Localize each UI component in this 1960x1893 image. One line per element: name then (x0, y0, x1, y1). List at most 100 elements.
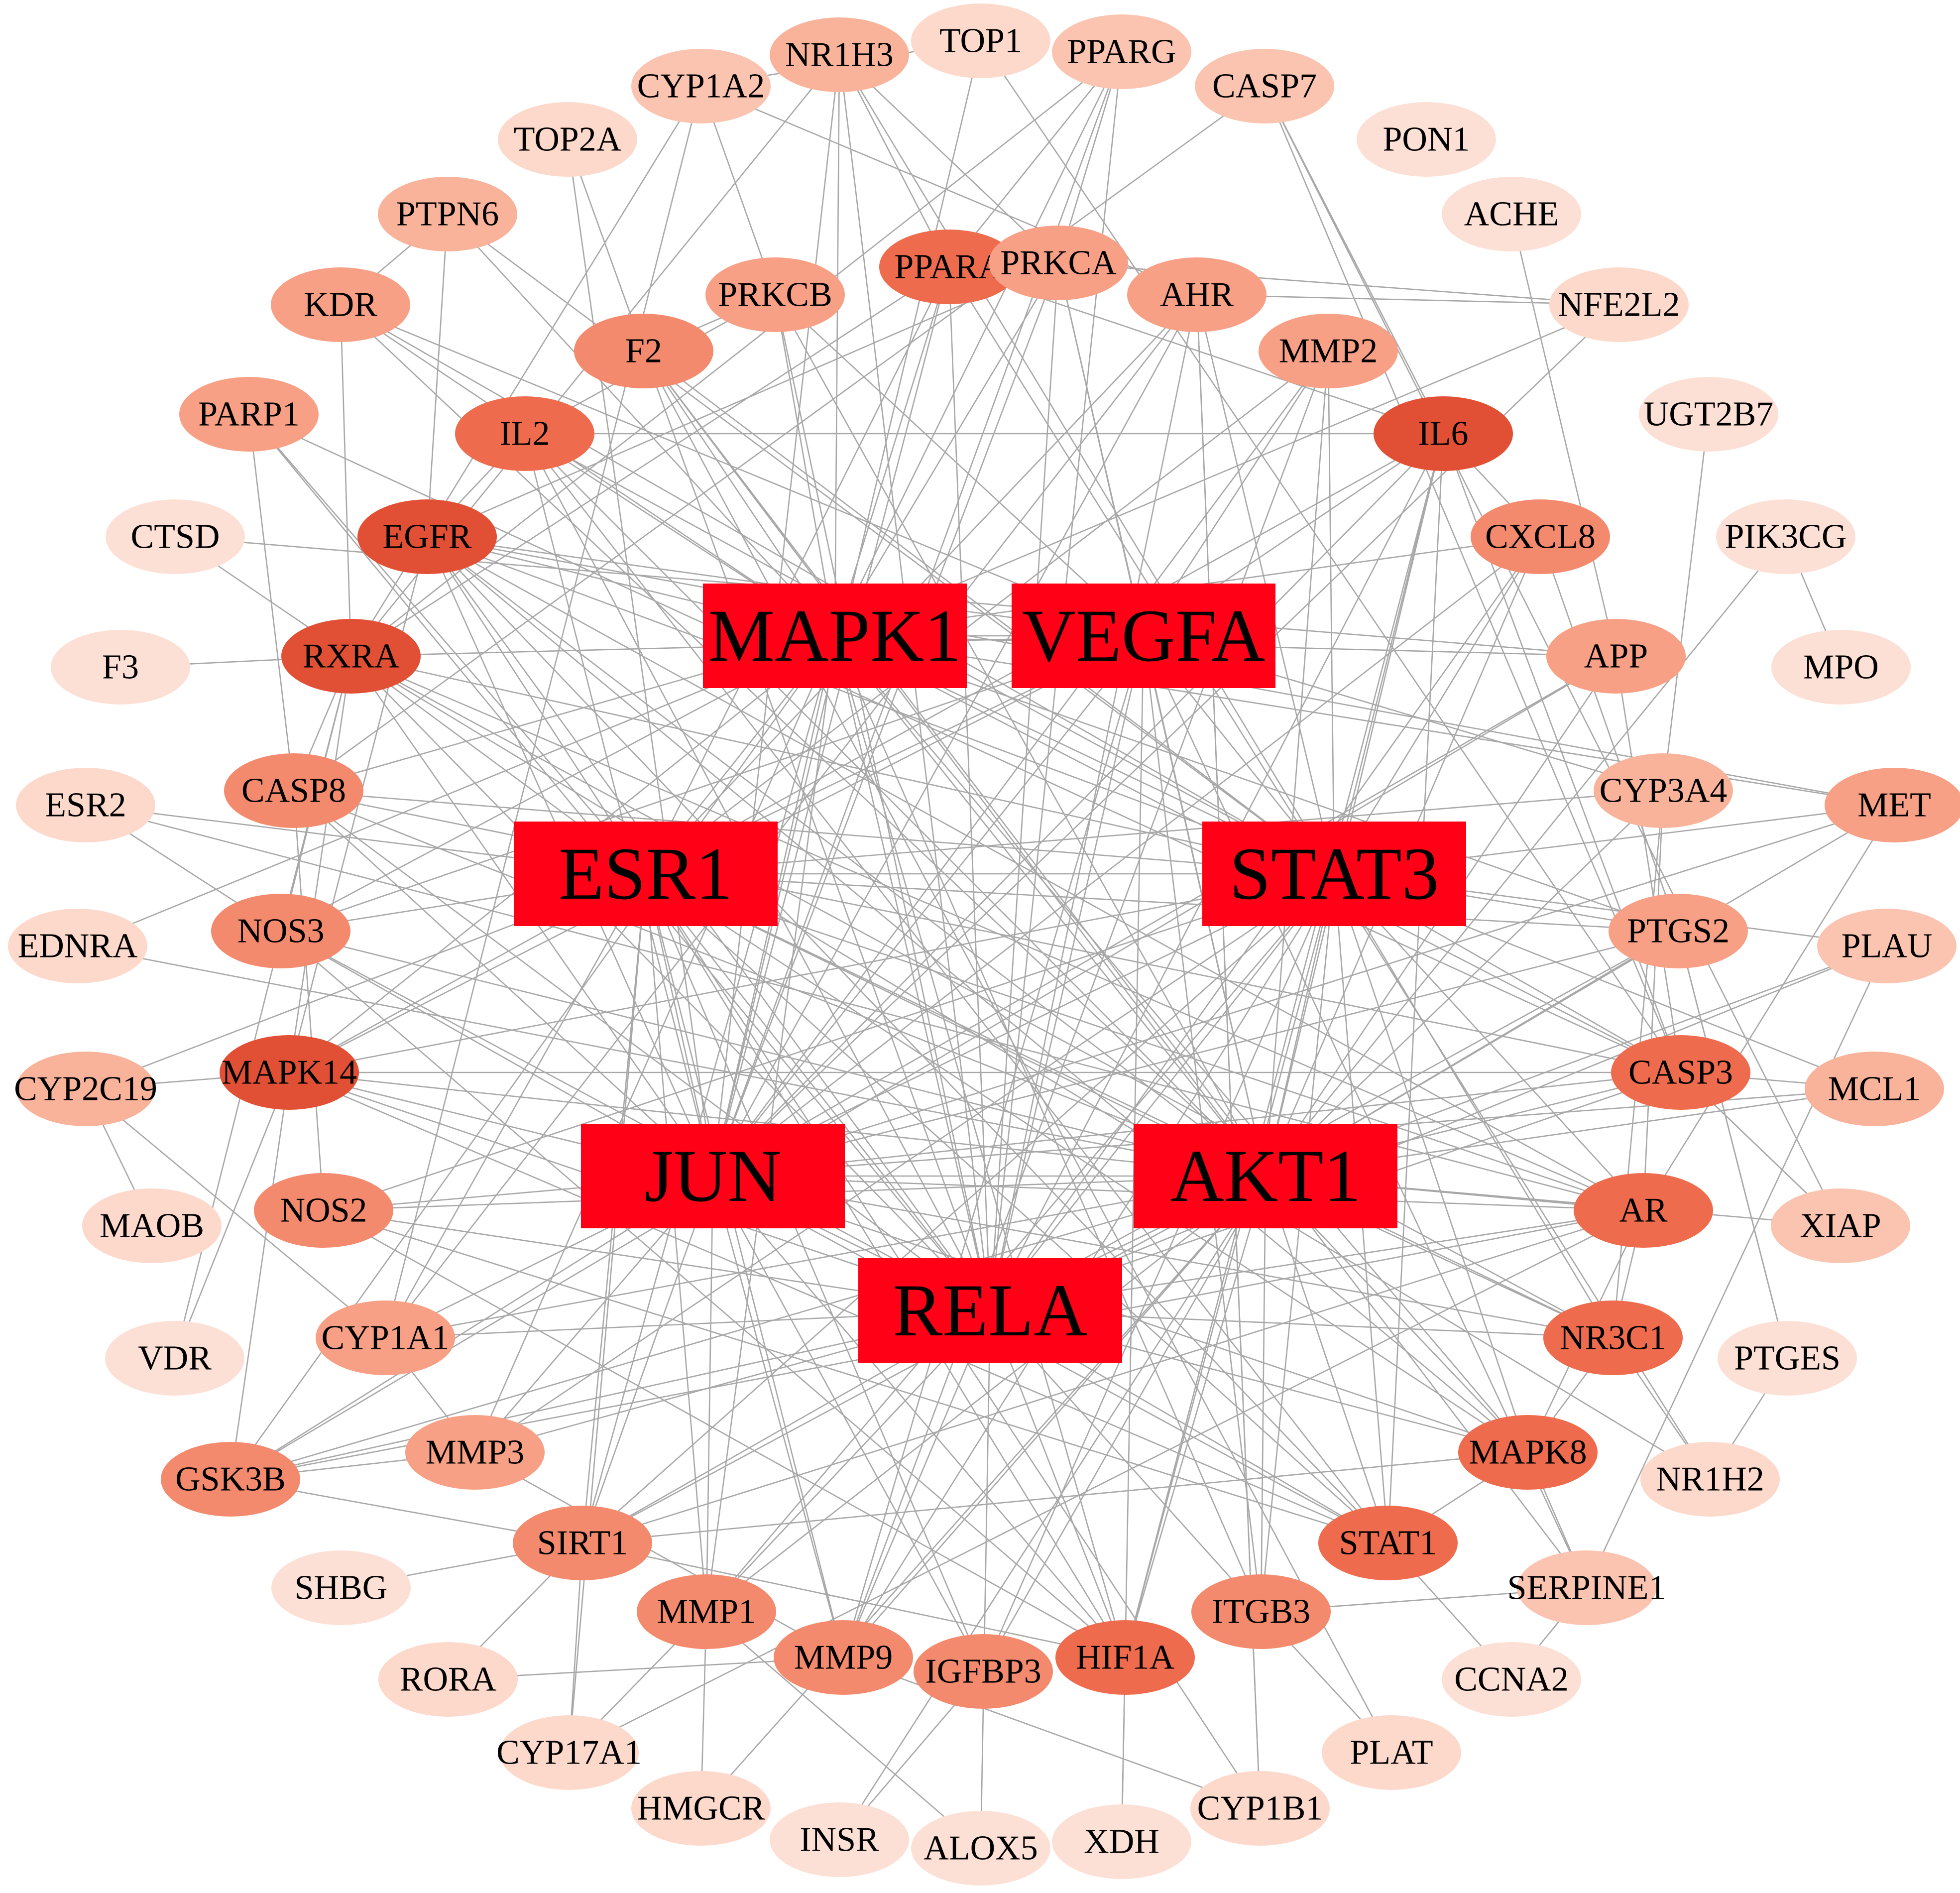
node-pon1[interactable]: PON1 (1357, 102, 1496, 177)
node-serpine1[interactable]: SERPINE1 (1507, 1550, 1666, 1625)
node-f2[interactable]: F2 (574, 314, 713, 388)
node-cxcl8[interactable]: CXCL8 (1471, 499, 1610, 574)
node-plat[interactable]: PLAT (1322, 1715, 1461, 1790)
node-ahr[interactable]: AHR (1127, 257, 1267, 332)
node-app[interactable]: APP (1546, 619, 1686, 694)
node-label: CYP2C19 (14, 1070, 157, 1108)
node-esr2[interactable]: ESR2 (16, 768, 155, 842)
node-igfbp3[interactable]: IGFBP3 (914, 1634, 1053, 1709)
node-ctsd[interactable]: CTSD (106, 499, 245, 574)
node-f3[interactable]: F3 (51, 630, 190, 705)
edge-igfbp3-akt1 (982, 1176, 1267, 1672)
node-label: PON1 (1383, 120, 1470, 159)
edge-mapk14-gsk3b (230, 1072, 290, 1480)
node-casp7[interactable]: CASP7 (1195, 49, 1334, 123)
edge-nos3-hif1a (280, 931, 1126, 1658)
node-ptgs2[interactable]: PTGS2 (1609, 894, 1748, 968)
edge-egfr-akt1 (427, 536, 1266, 1177)
edge-itgb3-akt1 (1260, 1176, 1267, 1612)
node-pik3cg[interactable]: PIK3CG (1716, 499, 1855, 574)
node-ptpn6[interactable]: PTPN6 (378, 177, 517, 251)
node-nr3c1[interactable]: NR3C1 (1543, 1301, 1683, 1375)
edge-casp8-jun (293, 790, 713, 1177)
node-sirt1[interactable]: SIRT1 (513, 1506, 652, 1580)
node-ppara[interactable]: PPARA (879, 230, 1019, 304)
node-label: IL2 (499, 415, 550, 453)
node-plau[interactable]: PLAU (1817, 909, 1957, 983)
edge-mmp1-esr1 (645, 873, 707, 1612)
node-mmp9[interactable]: MMP9 (774, 1620, 913, 1695)
node-xdh[interactable]: XDH (1052, 1804, 1191, 1879)
node-mmp1[interactable]: MMP1 (637, 1574, 776, 1649)
node-pparg[interactable]: PPARG (1052, 14, 1191, 89)
node-ellipse (16, 1052, 155, 1126)
node-mcl1[interactable]: MCL1 (1805, 1052, 1944, 1126)
node-stat3[interactable]: STAT3 (1202, 822, 1466, 926)
edge-cxcl8-jun (712, 536, 1541, 1177)
node-akt1[interactable]: AKT1 (1134, 1124, 1397, 1228)
node-prkca[interactable]: PRKCA (989, 226, 1128, 300)
node-mmp2[interactable]: MMP2 (1259, 314, 1398, 388)
node-top1[interactable]: TOP1 (911, 3, 1050, 78)
node-cyp17a1[interactable]: CYP17A1 (496, 1715, 642, 1790)
edge-ppara-esr1 (645, 266, 950, 874)
node-egfr[interactable]: EGFR (357, 499, 497, 574)
node-hmgcr[interactable]: HMGCR (631, 1771, 771, 1846)
node-esr1[interactable]: ESR1 (514, 822, 778, 926)
node-cyp2c19[interactable]: CYP2C19 (14, 1052, 157, 1126)
node-ellipse (1127, 257, 1267, 332)
node-ugt2b7[interactable]: UGT2B7 (1639, 377, 1778, 452)
node-alox5[interactable]: ALOX5 (911, 1811, 1050, 1886)
edge-hif1a-rela (989, 1310, 1126, 1658)
node-ellipse (271, 1550, 411, 1625)
node-ednra[interactable]: EDNRA (8, 909, 147, 983)
node-kdr[interactable]: KDR (271, 267, 410, 342)
node-rela[interactable]: RELA (858, 1258, 1122, 1363)
node-gsk3b[interactable]: GSK3B (161, 1442, 300, 1517)
node-label: AKT1 (1170, 1135, 1361, 1217)
node-il6[interactable]: IL6 (1374, 396, 1513, 471)
node-mpo[interactable]: MPO (1771, 630, 1911, 705)
node-cyp1a2[interactable]: CYP1A2 (631, 49, 771, 123)
node-cyp1b1[interactable]: CYP1B1 (1190, 1771, 1330, 1846)
node-nos2[interactable]: NOS2 (254, 1173, 393, 1248)
node-label: STAT3 (1229, 832, 1439, 915)
node-hif1a[interactable]: HIF1A (1055, 1620, 1195, 1695)
node-nr1h2[interactable]: NR1H2 (1640, 1442, 1780, 1517)
node-met[interactable]: MET (1825, 768, 1960, 842)
node-ptges[interactable]: PTGES (1718, 1321, 1857, 1396)
node-nr1h3[interactable]: NR1H3 (770, 17, 909, 92)
node-vegfa[interactable]: VEGFA (1012, 584, 1275, 688)
node-mmp3[interactable]: MMP3 (405, 1415, 545, 1490)
node-label: MMP9 (794, 1639, 893, 1677)
node-nfe2l2[interactable]: NFE2L2 (1549, 267, 1689, 342)
node-rxra[interactable]: RXRA (281, 619, 421, 694)
node-cyp1a1[interactable]: CYP1A1 (316, 1301, 455, 1375)
node-xiap[interactable]: XIAP (1771, 1188, 1910, 1263)
node-jun[interactable]: JUN (581, 1124, 845, 1228)
node-rora[interactable]: RORA (378, 1642, 518, 1717)
node-prkcb[interactable]: PRKCB (705, 257, 845, 332)
node-label: PPARA (894, 248, 1004, 286)
node-casp3[interactable]: CASP3 (1611, 1035, 1750, 1110)
node-label: VEGFA (1022, 594, 1266, 677)
node-mapk1[interactable]: MAPK1 (703, 584, 967, 688)
node-vdr[interactable]: VDR (105, 1321, 244, 1396)
node-cyp3a4[interactable]: CYP3A4 (1594, 753, 1733, 828)
node-label: NOS3 (237, 912, 324, 950)
node-nos3[interactable]: NOS3 (211, 894, 350, 968)
node-insr[interactable]: INSR (770, 1802, 909, 1877)
node-il2[interactable]: IL2 (455, 396, 594, 471)
node-maob[interactable]: MAOB (82, 1188, 222, 1263)
node-stat1[interactable]: STAT1 (1318, 1506, 1458, 1580)
node-parp1[interactable]: PARP1 (179, 377, 319, 452)
node-shbg[interactable]: SHBG (271, 1550, 411, 1625)
node-ache[interactable]: ACHE (1442, 177, 1581, 251)
node-top2a[interactable]: TOP2A (498, 102, 637, 177)
node-ar[interactable]: AR (1574, 1173, 1713, 1248)
node-itgb3[interactable]: ITGB3 (1191, 1574, 1331, 1649)
node-mapk8[interactable]: MAPK8 (1458, 1415, 1598, 1490)
node-ccna2[interactable]: CCNA2 (1442, 1642, 1581, 1717)
node-mapk14[interactable]: MAPK14 (220, 1035, 359, 1110)
node-casp8[interactable]: CASP8 (224, 753, 363, 828)
